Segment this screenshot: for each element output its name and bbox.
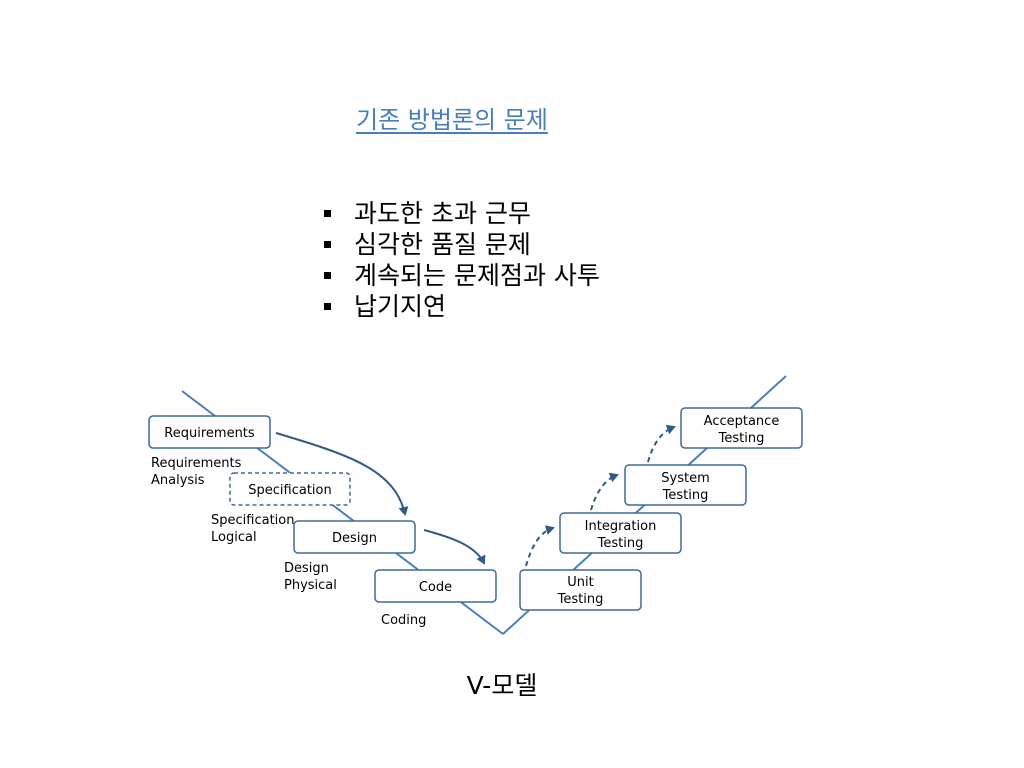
square-bullet-icon xyxy=(324,241,331,248)
bullet-text: 납기지연 xyxy=(354,292,447,321)
bullet-list: 과도한 초과 근무 심각한 품질 문제 계속되는 문제점과 사투 납기지연 xyxy=(322,198,600,322)
specification-box: Specification xyxy=(229,472,351,506)
requirements-box-label: Requirements xyxy=(164,426,255,441)
code-box: Code xyxy=(374,569,497,603)
specification-logical-label-line2: Logical xyxy=(211,530,257,545)
system-testing-box: System Testing xyxy=(624,464,747,506)
design-box-label: Design xyxy=(332,531,377,546)
arrow-requirements-to-design xyxy=(275,432,409,516)
requirements-analysis-label-line2: Analysis xyxy=(151,473,205,488)
acceptance-testing-box-label-line2: Testing xyxy=(718,431,765,446)
arrow-integration-to-system xyxy=(590,472,619,511)
design-box: Design xyxy=(293,520,416,554)
design-physical-label-line1: Design xyxy=(284,561,329,576)
integration-testing-box: Integration Testing xyxy=(559,512,682,554)
square-bullet-icon xyxy=(324,303,331,310)
arrow-unit-to-integration xyxy=(525,525,555,567)
unit-testing-box: Unit Testing xyxy=(519,569,642,611)
bullet-item: 계속되는 문제점과 사투 xyxy=(322,260,600,291)
unit-testing-box-label-line2: Testing xyxy=(557,592,604,607)
bullet-text: 계속되는 문제점과 사투 xyxy=(354,261,600,290)
bullet-item: 과도한 초과 근무 xyxy=(322,198,600,229)
code-box-label: Code xyxy=(419,580,452,595)
requirements-box: Requirements xyxy=(148,415,271,449)
square-bullet-icon xyxy=(324,272,331,279)
integration-testing-box-label-line1: Integration xyxy=(585,519,657,534)
bullet-item: 납기지연 xyxy=(322,291,600,322)
slide-title: 기존 방법론의 문제 xyxy=(356,106,548,134)
square-bullet-icon xyxy=(324,210,331,217)
arrow-design-to-code xyxy=(423,529,486,565)
requirements-analysis-label-line1: Requirements xyxy=(151,456,242,471)
acceptance-testing-box: Acceptance Testing xyxy=(680,407,803,449)
system-testing-box-label-line2: Testing xyxy=(662,488,709,503)
specification-logical-label-line1: Specification xyxy=(211,513,294,528)
bullet-text: 과도한 초과 근무 xyxy=(354,199,531,228)
integration-testing-box-label-line2: Testing xyxy=(597,536,644,551)
specification-box-label: Specification xyxy=(248,483,331,498)
coding-label: Coding xyxy=(381,613,426,628)
arrow-system-to-acceptance xyxy=(647,424,676,463)
system-testing-box-label-line1: System xyxy=(661,471,709,486)
acceptance-testing-box-label-line1: Acceptance xyxy=(704,414,780,429)
bullet-item: 심각한 품질 문제 xyxy=(322,229,600,260)
design-physical-label-line2: Physical xyxy=(284,578,337,593)
diagram-caption: V-모델 xyxy=(466,671,538,700)
bullet-text: 심각한 품질 문제 xyxy=(354,230,531,259)
unit-testing-box-label-line1: Unit xyxy=(567,575,593,590)
